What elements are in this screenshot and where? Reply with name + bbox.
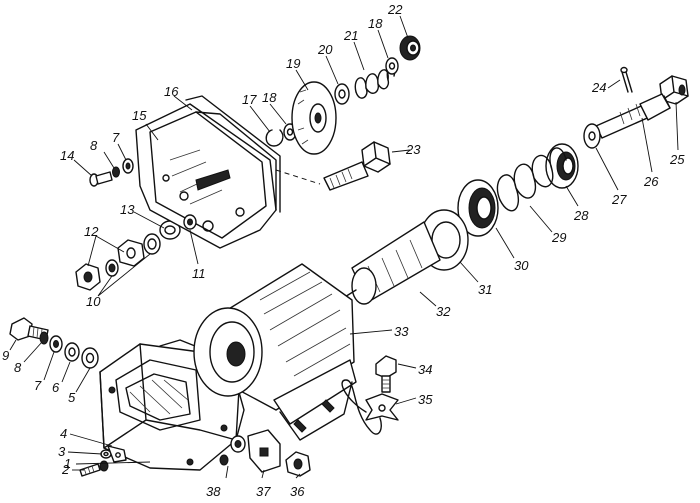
part-number-labels: 1 2 3 4 5 6 7 8 9 10 11 12 13 14 15 16 7… [2, 2, 685, 499]
label-16: 16 [164, 84, 179, 99]
part-12-nut-outer [75, 263, 101, 291]
part-14-screw [89, 171, 113, 187]
label-22: 22 [387, 2, 403, 17]
part-34-bolt [375, 355, 397, 393]
label-12: 12 [84, 224, 99, 239]
label-31: 31 [478, 282, 492, 297]
label-9: 9 [2, 348, 9, 363]
label-8b: 8 [90, 138, 98, 153]
part-22-bushing [399, 35, 421, 61]
label-29: 29 [551, 230, 566, 245]
label-6: 6 [52, 380, 60, 395]
part-30-core-ring [457, 179, 499, 237]
label-33: 33 [394, 324, 409, 339]
label-37: 37 [256, 484, 271, 499]
label-5: 5 [68, 390, 76, 405]
part-10-washer [143, 233, 161, 255]
label-7a: 7 [34, 378, 42, 393]
label-38: 38 [206, 484, 221, 499]
part-5-washer [81, 347, 99, 369]
label-18b: 18 [368, 16, 383, 31]
label-2: 2 [61, 462, 70, 477]
part-28-spring-cup [545, 143, 579, 189]
label-19: 19 [286, 56, 300, 71]
leader-lines [9, 15, 679, 479]
label-28: 28 [573, 208, 589, 223]
label-34: 34 [418, 362, 432, 377]
part-8-lockwasher [39, 331, 49, 345]
part-37-bracket [247, 429, 281, 473]
part-16-gasket [185, 95, 281, 213]
part-7b-washer [122, 158, 134, 174]
label-17: 17 [242, 92, 257, 107]
part-15-end-cover [135, 103, 277, 249]
label-26: 26 [643, 174, 659, 189]
label-35: 35 [418, 392, 433, 407]
label-24: 24 [591, 80, 606, 95]
label-13: 13 [120, 202, 135, 217]
part-7-washer [49, 335, 63, 353]
part-8b-washer [112, 166, 120, 178]
label-27: 27 [611, 192, 627, 207]
part-11-insulator [183, 214, 197, 230]
part-4-clip [107, 445, 127, 463]
part-32-armature [339, 221, 441, 305]
label-14: 14 [60, 148, 74, 163]
part-10-lockwasher [105, 259, 119, 277]
label-4: 4 [60, 426, 67, 441]
label-8a: 8 [14, 360, 22, 375]
part-33-solenoid-body [193, 263, 357, 441]
part-6-washer [64, 342, 80, 362]
label-20: 20 [317, 42, 333, 57]
part-36-nut [285, 451, 311, 477]
label-32: 32 [436, 304, 451, 319]
label-21: 21 [343, 28, 358, 43]
assembly-axis-cover [275, 169, 321, 185]
part-12-nut-inner [117, 239, 145, 267]
label-3: 3 [58, 444, 66, 459]
part-27-washer [583, 123, 601, 149]
part-20-washer [334, 83, 350, 105]
part-29-return-spring [496, 147, 567, 212]
label-10: 10 [86, 294, 101, 309]
part-26-plunger-rod [595, 93, 671, 139]
part-38-washer [219, 435, 246, 466]
label-15: 15 [132, 108, 147, 123]
label-25: 25 [669, 152, 685, 167]
part-24-cotter-pin [620, 66, 633, 93]
part-35-terminal-clip [341, 379, 399, 435]
part-19-contact-disc [291, 81, 337, 155]
label-18a: 18 [262, 90, 277, 105]
part-17-snap-ring [265, 129, 284, 147]
label-7b: 7 [112, 130, 120, 145]
label-36: 36 [290, 484, 305, 499]
part-23-bolt [323, 141, 391, 191]
label-30: 30 [514, 258, 529, 273]
part-18b-washer [385, 57, 399, 75]
label-23: 23 [405, 142, 421, 157]
label-1: 1 [64, 456, 71, 471]
label-11: 11 [192, 266, 206, 281]
